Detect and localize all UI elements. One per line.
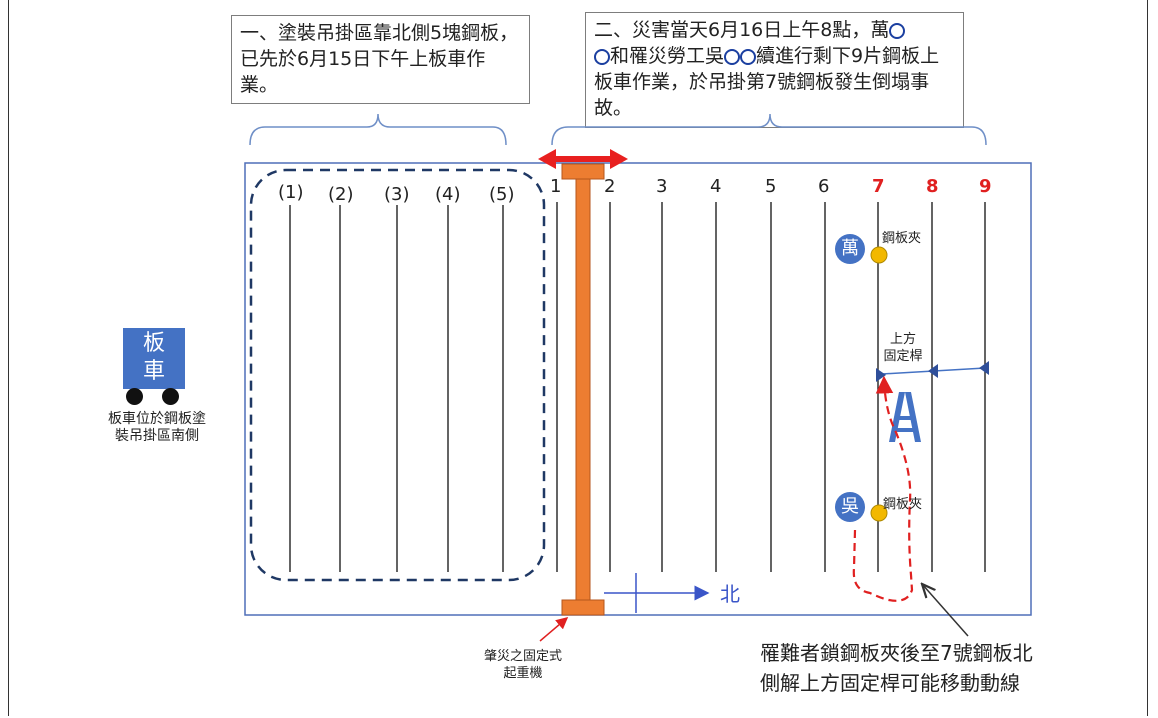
crane-travel-arrow: [538, 149, 628, 169]
remaining-plate-lines: [556, 202, 986, 572]
callout-accident-text-3: 續進行剩下9片鋼板上板車作業，於吊掛第7號鋼板發生倒塌事故。: [594, 45, 940, 119]
fixed-crane: [561, 163, 605, 616]
wheel-icon: [162, 388, 179, 405]
work-area: [244, 162, 1032, 616]
plate-label: (1): [278, 182, 304, 203]
callout-north-plates: 一、塗裝吊掛區靠北側5塊鋼板，已先於6月15日下午上板車作業。: [231, 15, 530, 104]
truck-label-1: 板: [142, 331, 165, 356]
plate-label: (4): [435, 184, 461, 205]
plate-label-red: 9: [979, 176, 992, 197]
masked-name-icon: [740, 49, 757, 65]
plate-label: 4: [710, 176, 722, 197]
plate-label: (5): [489, 184, 515, 205]
clamp-icon: [870, 246, 888, 264]
masked-name-icon: [594, 49, 610, 65]
route-note-pointer: [922, 584, 969, 637]
masked-name-icon: [889, 23, 906, 39]
north-arrow: [604, 573, 710, 613]
clamp-label: 鋼板夾: [883, 497, 923, 512]
truck-caption-1: 板車位於鋼板塗: [108, 411, 206, 427]
truck-label-2: 車: [142, 359, 165, 384]
completed-plates-area: [249, 168, 546, 582]
completed-plate-lines: [289, 205, 504, 572]
clamp-label: 鋼板夾: [882, 231, 922, 246]
callout-accident: 二、災害當天6月16日上午8點，萬 和罹災勞工吳續進行剩下9片鋼板上板車作業，於…: [585, 12, 964, 128]
plate-label: 2: [604, 176, 616, 197]
person-wan: 萬: [835, 234, 865, 264]
plate-label-red: 8: [926, 176, 939, 197]
plate-label: (2): [328, 184, 354, 205]
plate-label: 3: [656, 176, 668, 197]
crane-label-2: 起重機: [503, 666, 543, 681]
route-note: 罹難者鎖鋼板夾後至7號鋼板北 側解上方固定桿可能移動動線: [760, 638, 1100, 698]
masked-name-icon: [724, 49, 741, 65]
crane-label-1: 肇災之固定式: [483, 649, 562, 664]
fixed-bar-label: 上方 固定桿: [879, 331, 927, 365]
route-note-1: 罹難者鎖鋼板夾後至7號鋼板北: [760, 641, 1033, 665]
route-note-2: 側解上方固定桿可能移動動線: [760, 671, 1020, 695]
truck-caption: 板車位於鋼板塗 裝吊掛區南側: [92, 411, 222, 445]
page-frame: [8, 0, 1148, 716]
crane-label: 肇災之固定式 起重機: [468, 648, 578, 682]
callout-brace-right: [551, 113, 987, 146]
plate-label: (3): [384, 184, 410, 205]
callout-north-plates-text: 一、塗裝吊掛區靠北側5塊鋼板，已先於6月15日下午上板車作業。: [240, 22, 519, 96]
fixed-bar-label-1: 上方: [889, 332, 916, 347]
plate-label: 5: [765, 176, 777, 197]
flatbed-truck: 板 車: [123, 328, 185, 389]
wheel-icon: [126, 388, 143, 405]
victim-route: [852, 375, 914, 602]
plate-label-red: 7: [872, 176, 885, 197]
clamp-icon: [870, 504, 888, 522]
plate-label: 6: [818, 176, 830, 197]
callout-accident-text-1: 二、災害當天6月16日上午8點，萬: [594, 19, 890, 41]
callout-brace-left: [249, 113, 507, 146]
a-frame-ladder: [889, 392, 921, 442]
fixed-bar-label-2: 固定桿: [883, 349, 923, 364]
callout-accident-text-2: 和罹災勞工吳: [610, 45, 725, 67]
plate-label: 1: [550, 176, 562, 197]
north-label: 北: [720, 582, 740, 606]
crane-pointer-arrow: [539, 617, 569, 642]
person-wu: 吳: [835, 492, 865, 522]
truck-caption-2: 裝吊掛區南側: [115, 428, 199, 444]
